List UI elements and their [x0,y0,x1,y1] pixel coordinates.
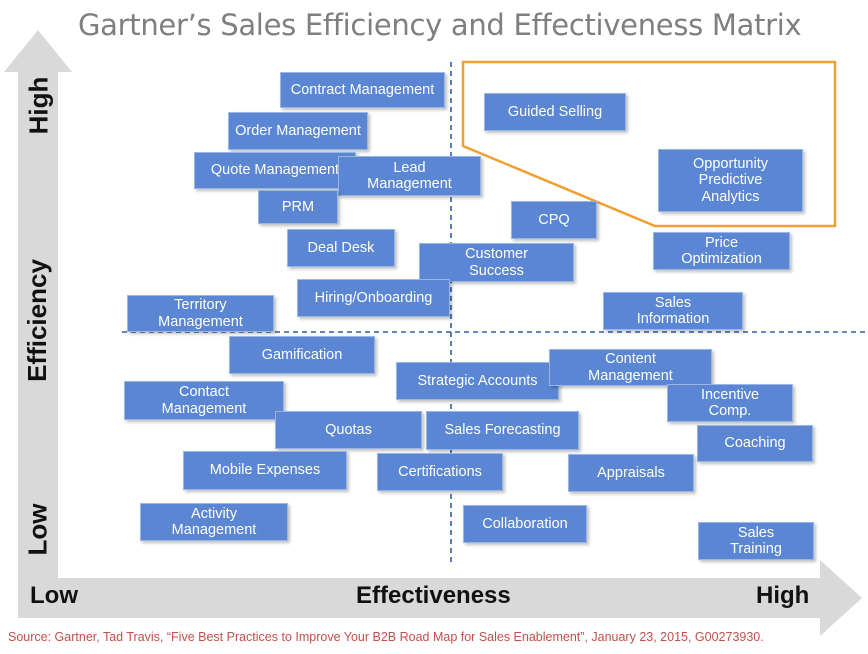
item-guided-selling: Guided Selling [484,93,626,131]
item-contract-management: Contract Management [280,72,445,108]
item-certifications: Certifications [377,453,503,491]
item-mobile-expenses: Mobile Expenses [183,451,347,490]
item-incentive-comp: Incentive Comp. [667,384,793,422]
y-axis-low-label: Low [22,503,53,556]
item-sales-information: Sales Information [603,292,743,330]
item-coaching: Coaching [697,425,813,462]
item-quote-management: Quote Management [194,152,356,189]
item-lead-management: Lead Management [338,156,481,196]
item-activity-management: Activity Management [140,503,288,541]
item-hiring-onboarding: Hiring/Onboarding [297,279,450,317]
item-contact-management: Contact Management [124,381,284,420]
y-axis-arrow [4,30,72,618]
item-opportunity-predictive-analytics: Opportunity Predictive Analytics [658,149,803,212]
item-cpq: CPQ [511,201,597,239]
item-sales-training: Sales Training [698,522,814,560]
x-axis-low-label: Low [30,582,78,609]
item-sales-forecasting: Sales Forecasting [426,411,579,450]
x-axis-title: Effectiveness [356,582,511,609]
item-price-optimization: Price Optimization [653,232,790,270]
item-order-management: Order Management [228,112,368,150]
x-axis-high-label: High [756,582,810,609]
chart-title: Gartner’s Sales Efficiency and Effective… [78,8,802,42]
y-axis-title: Efficiency [21,259,52,382]
source-note: Source: Gartner, Tad Travis, “Five Best … [8,630,764,644]
item-content-management: Content Management [549,349,712,386]
item-collaboration: Collaboration [463,505,587,543]
item-quotas: Quotas [275,411,422,449]
item-strategic-accounts: Strategic Accounts [396,362,559,400]
item-deal-desk: Deal Desk [287,229,395,267]
highlight-region [461,60,837,228]
item-customer-success: Customer Success [419,243,574,282]
x-axis-arrow [18,560,862,636]
item-prm: PRM [258,190,338,224]
item-territory-management: Territory Management [127,295,274,332]
y-axis-high-label: High [23,76,54,135]
item-gamification: Gamification [229,336,375,374]
item-appraisals: Appraisals [568,454,694,492]
